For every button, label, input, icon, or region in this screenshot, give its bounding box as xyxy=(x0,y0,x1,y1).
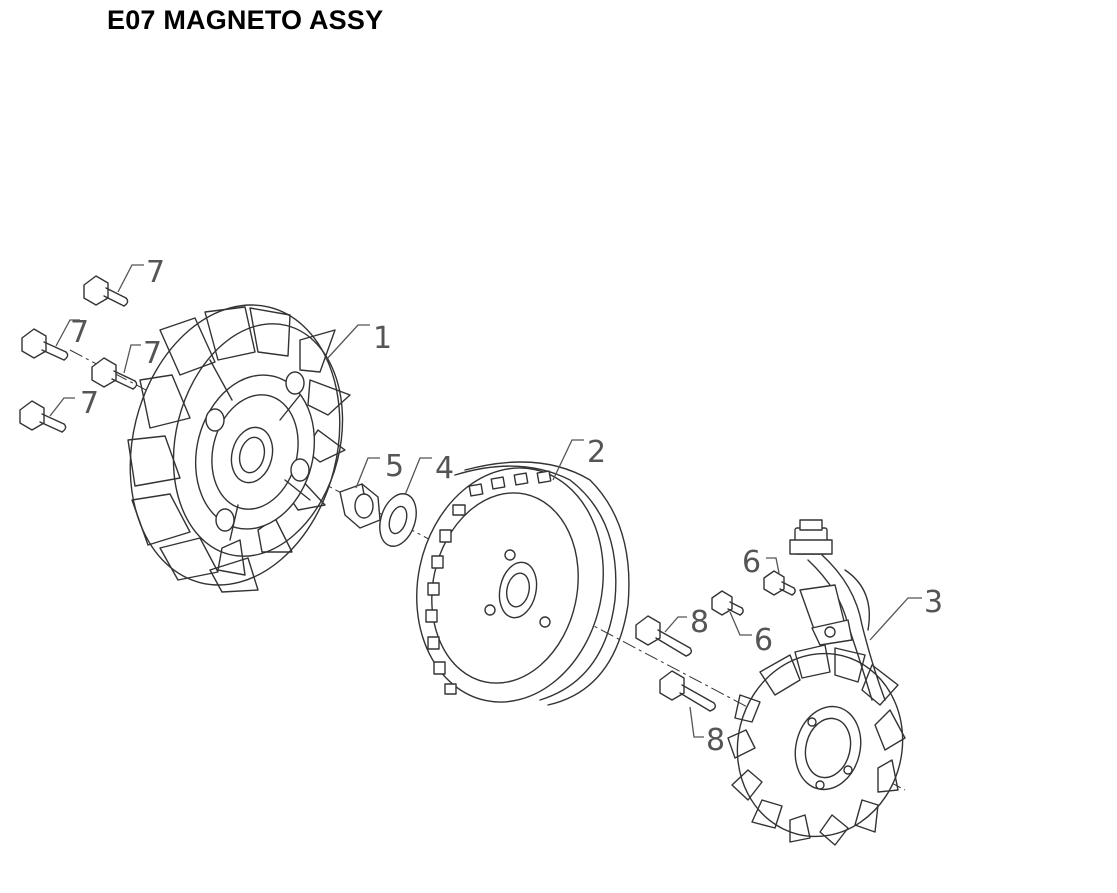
part-flywheel-fan xyxy=(127,304,351,593)
part-bolt-7b xyxy=(21,328,69,361)
callout-4: 4 xyxy=(435,451,454,486)
callout-6b: 6 xyxy=(754,623,773,658)
callout-1: 1 xyxy=(373,321,392,356)
callout-8a: 8 xyxy=(690,605,709,640)
callout-6a: 6 xyxy=(742,545,761,580)
part-bolt-7d xyxy=(19,400,67,433)
part-bolt-7c xyxy=(91,357,138,390)
callout-7b: 7 xyxy=(70,315,89,350)
callout-7c: 7 xyxy=(143,336,162,371)
part-flywheel-rotor xyxy=(416,461,630,706)
callout-7d: 7 xyxy=(80,386,99,421)
callout-7a: 7 xyxy=(146,255,165,290)
callout-8b: 8 xyxy=(706,723,725,758)
callout-2: 2 xyxy=(587,435,606,470)
leader-lines xyxy=(49,264,922,738)
callout-3: 3 xyxy=(924,585,943,620)
part-bolt-7a xyxy=(83,275,129,307)
part-washer xyxy=(379,493,417,547)
part-bolt-6a xyxy=(763,570,796,596)
part-bolt-6b xyxy=(711,590,744,616)
part-bolt-8b xyxy=(659,670,717,712)
part-bolt-8a xyxy=(635,615,693,657)
page-title: E07 MAGNETO ASSY xyxy=(107,5,384,35)
part-nut xyxy=(339,483,381,529)
part-stator xyxy=(727,519,906,846)
callout-5: 5 xyxy=(385,449,404,484)
